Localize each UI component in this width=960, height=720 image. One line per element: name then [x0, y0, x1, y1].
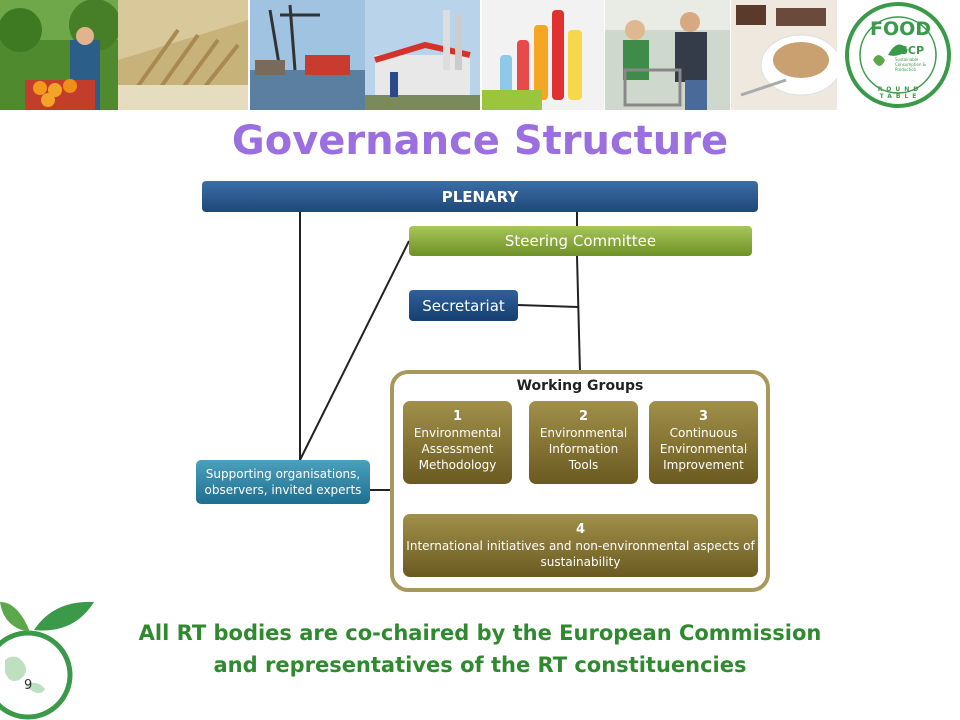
footer-line: All RT bodies are co-chaired by the Euro… — [138, 621, 822, 645]
secretariat-box: Secretariat — [409, 290, 518, 321]
logo-scp-text: SCP — [900, 44, 925, 57]
wg-line: Environmental — [659, 442, 748, 456]
wg-number: 2 — [578, 409, 589, 424]
harbour-photo — [250, 0, 365, 110]
orchard-photo — [0, 0, 118, 110]
logo-tagline: Sustainable Consumption & Production — [895, 57, 926, 72]
working-groups-title: Working Groups — [516, 378, 644, 394]
factory-photo — [365, 0, 480, 110]
wg-line: Improvement — [663, 458, 744, 472]
wg-line: Environmental — [413, 426, 502, 440]
cake-photo — [731, 0, 837, 110]
wg-number: 4 — [575, 522, 586, 537]
photo-banner: FOOD SCP Sustainable Consumption & Produ… — [0, 0, 960, 110]
footer-line: and representatives of the RT constituen… — [213, 653, 747, 677]
logo-food-text: FOOD — [870, 18, 932, 40]
wg-number: 3 — [698, 409, 709, 424]
footer-note: All RT bodies are co-chaired by the Euro… — [100, 617, 860, 681]
wg-line: Methodology — [418, 458, 497, 472]
supporting-organisations-box: Supporting organisations, observers, inv… — [196, 460, 370, 504]
logo-tag-line: Sustainable — [895, 57, 919, 62]
bottles-photo — [482, 0, 604, 110]
globe-leaf-logo — [0, 601, 94, 720]
page-number: 9 — [24, 678, 33, 693]
logo-ring-text: ROUND TABLE — [877, 86, 923, 100]
page-title: Governance Structure — [231, 118, 729, 164]
wheat-photo — [118, 0, 248, 110]
wg-line: sustainability — [540, 555, 621, 569]
wg-line: Tools — [568, 458, 599, 472]
logo-tag-line: Production — [895, 67, 917, 72]
logo-tag-line: Consumption & — [895, 62, 926, 67]
working-group-1: 1 Environmental Assessment Methodology — [403, 401, 512, 484]
wg-line: Continuous — [669, 426, 738, 440]
steering-to-working-groups-line — [576, 255, 581, 373]
working-group-3: 3 Continuous Environmental Improvement — [649, 401, 758, 484]
wg-number: 1 — [452, 409, 463, 424]
food-scp-logo — [838, 0, 960, 110]
working-group-4: 4 International initiatives and non-envi… — [403, 514, 758, 577]
supporting-line: Supporting organisations, — [205, 467, 361, 481]
shoppers-photo — [605, 0, 730, 110]
plenary-box: PLENARY — [202, 181, 758, 212]
steering-committee-box: Steering Committee — [409, 226, 752, 256]
working-group-2: 2 Environmental Information Tools — [529, 401, 638, 484]
wg-line: Environmental — [539, 426, 628, 440]
wg-line: Assessment — [421, 442, 494, 456]
wg-line: Information — [548, 442, 619, 456]
wg-line: International initiatives and non-enviro… — [406, 539, 755, 553]
supporting-line: observers, invited experts — [204, 483, 362, 497]
secretariat-line — [517, 304, 579, 308]
